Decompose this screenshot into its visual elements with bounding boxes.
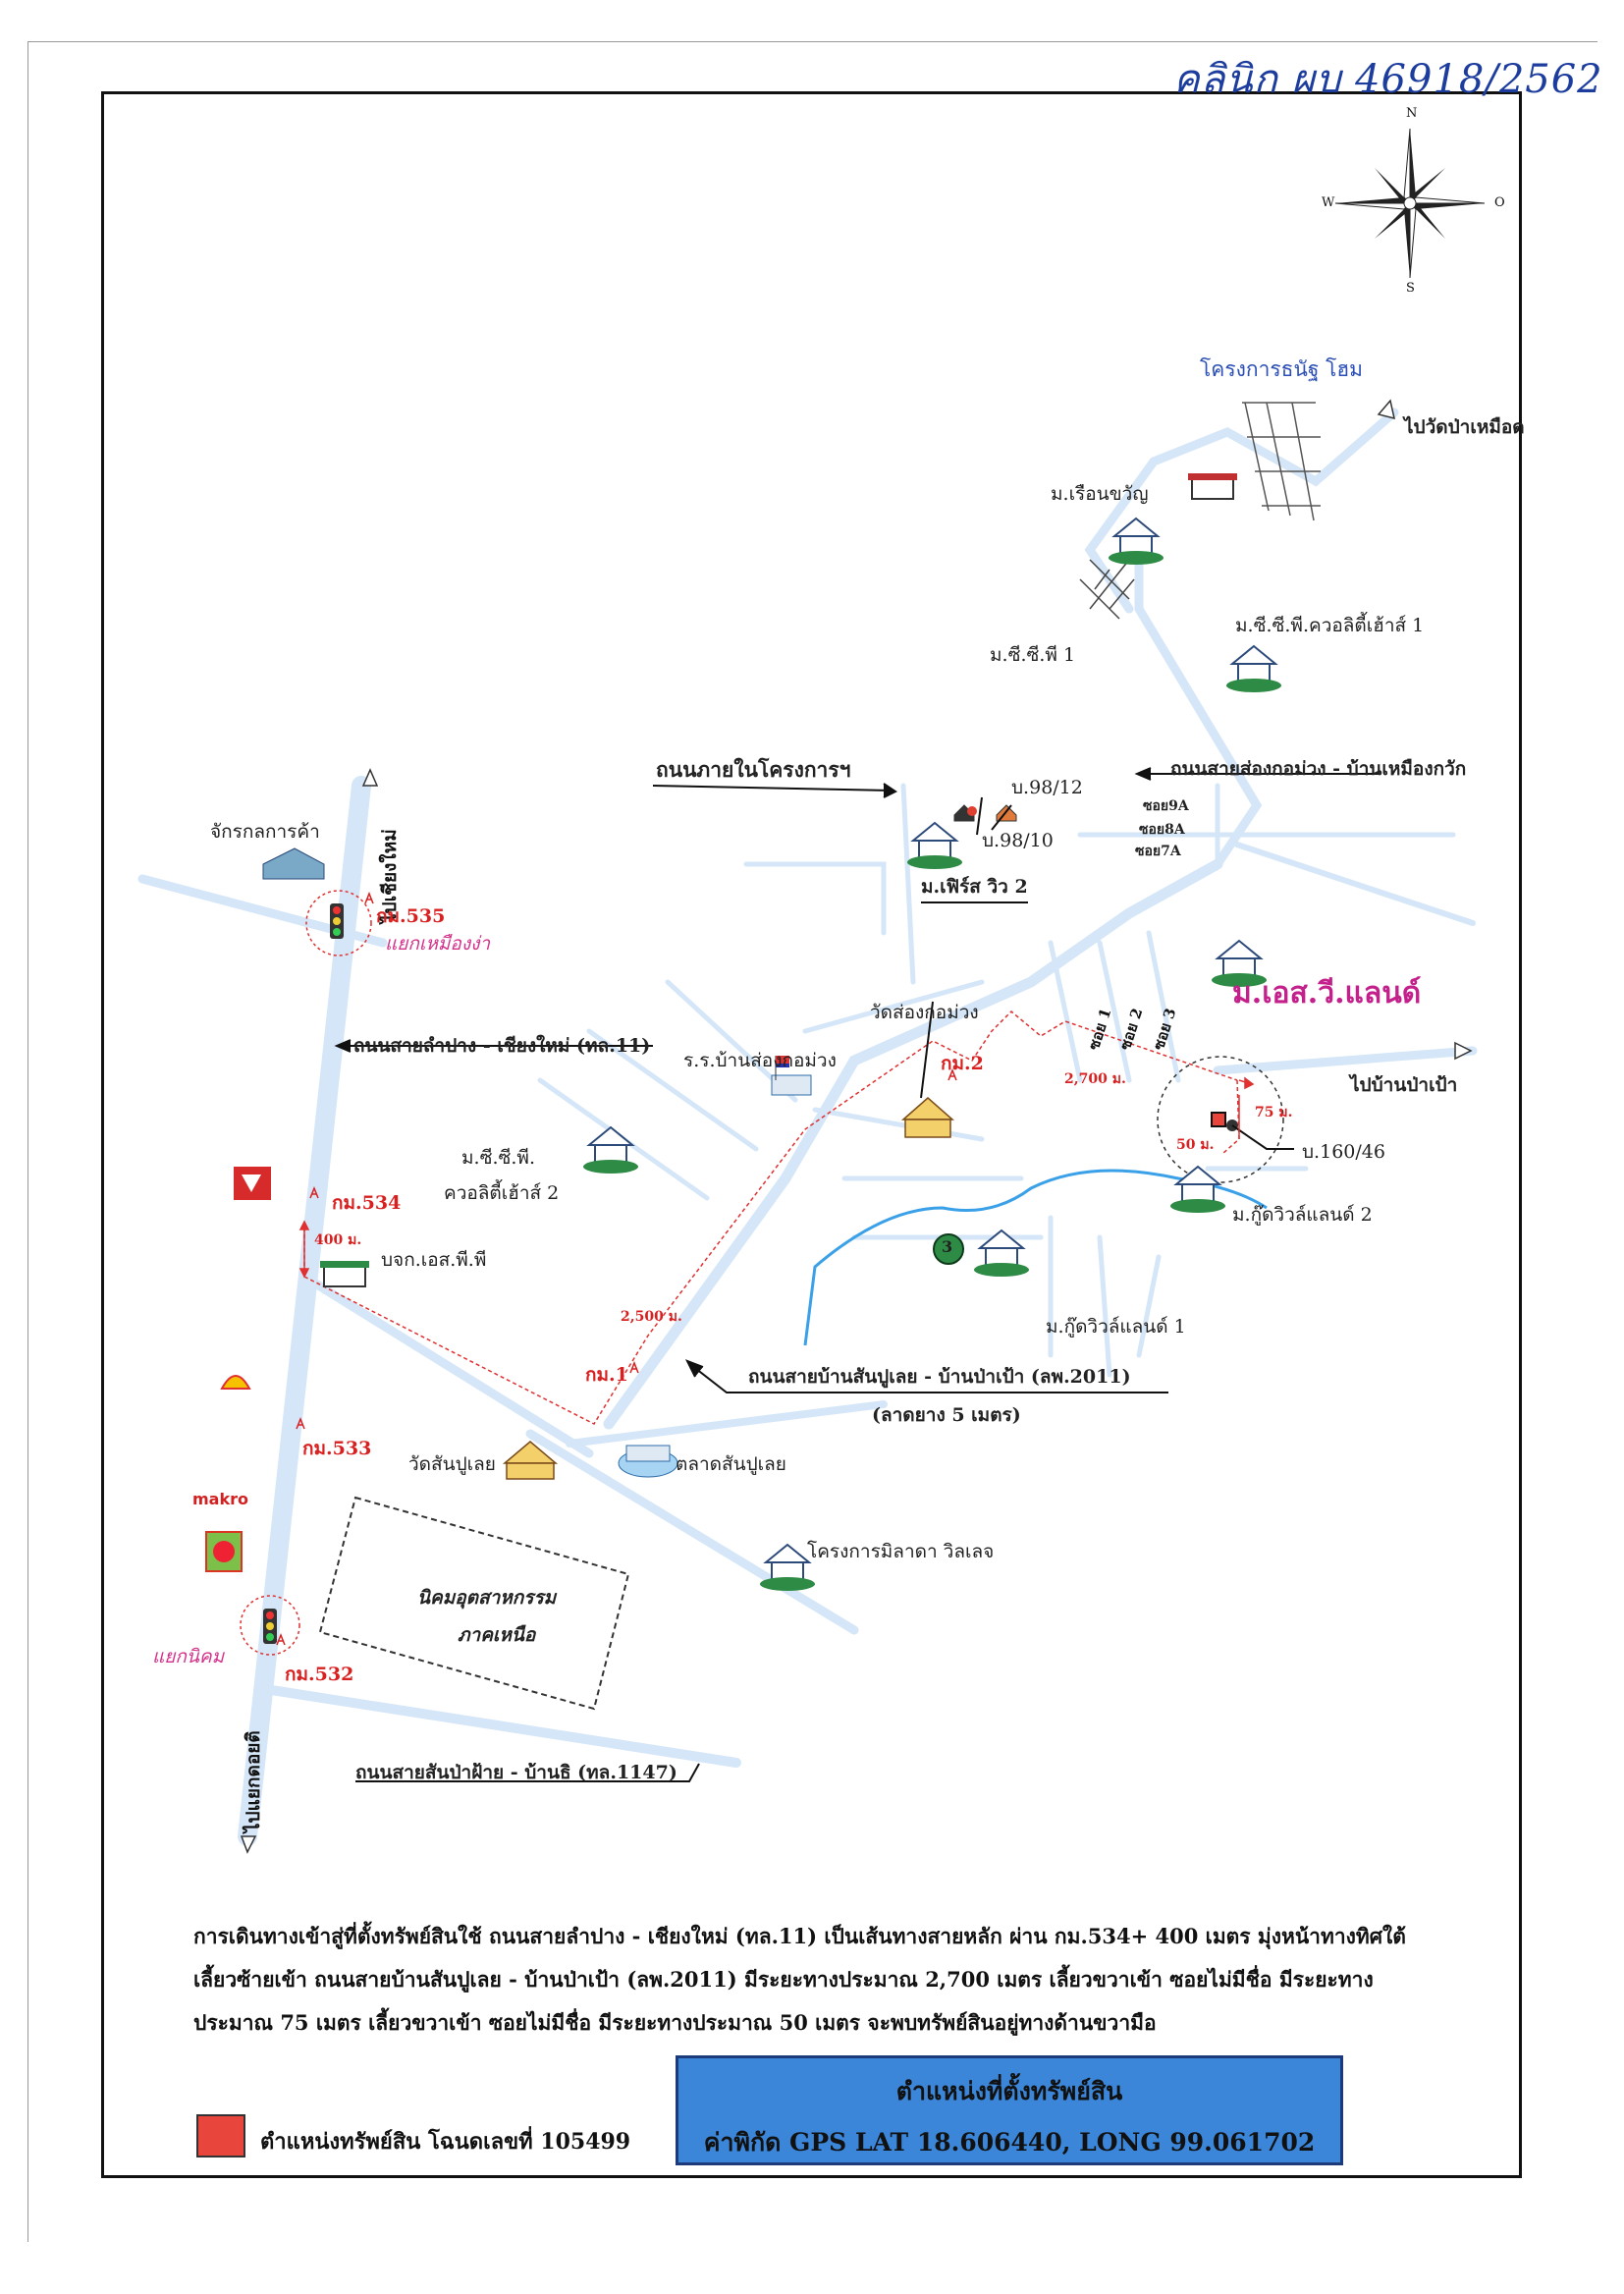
road-1147 — [260, 1684, 741, 1768]
label-road-in-project: ถนนภายในโครงการฯ — [656, 757, 851, 782]
temple-icon — [901, 1097, 954, 1138]
label-muban-cp-quality-2a: ม.ซี.ซี.พี. — [461, 1147, 535, 1169]
label-muban-cp-quality-2b: ควอลิตี้เฮ้าส์ 2 — [444, 1182, 560, 1204]
label-km-532: กม.532 — [285, 1664, 354, 1685]
cp-plots — [1079, 559, 1135, 620]
description-line: การเดินทางเข้าสู่ที่ตั้งทรัพย์สินใช้ ถนน… — [193, 1924, 1406, 1948]
description-line: เลี้ยวซ้ายเข้า ถนนสายบ้านสันปูเลย - บ้าน… — [193, 1967, 1374, 1992]
label-dist-50: 50 ม. — [1176, 1137, 1215, 1153]
label-yaek-mueang-ngam: แยกเหมืองง่า — [385, 933, 491, 955]
road-market — [566, 1400, 888, 1447]
compass-n: N — [1406, 106, 1418, 121]
label-dist-75: 75 ม. — [1255, 1105, 1293, 1120]
house-icon — [583, 517, 1281, 1591]
label-to-yaek-doi-saket: ไปแยกดอยติ — [243, 1730, 264, 1832]
market-icon — [618, 1445, 678, 1478]
road-east — [1213, 1046, 1478, 1075]
yaek-mueang-ngam-circle — [305, 890, 372, 956]
temple-icon — [502, 1441, 559, 1480]
infobox-gps: ค่าพิกัด GPS LAT 18.606440, LONG 99.0617… — [703, 2128, 1316, 2157]
legend-property-swatch — [196, 2114, 245, 2157]
compass-icon — [1334, 128, 1486, 279]
traffic-light-icon — [330, 903, 344, 939]
label-road-san-pa-tong: ถนนสายสันป่าฝ้าย - บ้านธิ (ทล.1147) — [355, 1762, 677, 1783]
yaek-nikhom-circle — [240, 1595, 300, 1656]
location-infobox: ตำแหน่งที่ตั้งทรัพย์สิน ค่าพิกัด GPS LAT… — [676, 2055, 1343, 2165]
label-road-lampang-cm: ถนนสายลำปาง - เชียงใหม่ (ทล.11) — [353, 1035, 651, 1057]
km-marker-icon — [276, 891, 957, 1646]
label-km-535: กม.535 — [376, 905, 446, 927]
infobox-title: ตำแหน่งที่ตั้งทรัพย์สิน — [895, 2077, 1123, 2105]
label-marker-3: 3 — [942, 1237, 953, 1256]
label-muban-cp-quality-1: ม.ซี.ซี.พี.ควอลิตี้เฮ้าส์ 1 — [1235, 615, 1425, 636]
label-wat-song-kon-muang: วัดส่องกอม่วง — [870, 1002, 979, 1023]
label-muban-cp: ม.ซี.ซี.พี 1 — [990, 644, 1076, 666]
label-muban-goodwill-2: ม.กู๊ดวิวล์แลนด์ 2 — [1232, 1204, 1373, 1226]
handwritten-note: คลินิก ผบ 46918/2562 — [1173, 57, 1603, 102]
label-makro: makro — [192, 1490, 248, 1508]
distance-arrows — [298, 1076, 1255, 1279]
label-soi-7a: ซอย7A — [1135, 844, 1181, 859]
label-soi-9a: ซอย9A — [1143, 798, 1189, 814]
label-market-san-pu-loei: ตลาดสันปูเลย — [676, 1453, 786, 1475]
label-muban-goodwill-1: ม.กู๊ดวิวล์แลนด์ 1 — [1046, 1316, 1186, 1338]
label-project-milada: โครงการมิลาดา วิลเลจ — [807, 1541, 995, 1562]
marker-3-icon — [933, 1233, 964, 1265]
map-frame — [101, 91, 1522, 2178]
label-company-sp: บจก.เอส.พี.พี — [381, 1249, 487, 1271]
label-km-2: กม.2 — [941, 1053, 984, 1074]
label-school: ร.ร.บ้านส่องกอม่วง — [683, 1050, 837, 1071]
label-road-san-pu-loei: ถนนสายบ้านสันปูเลย - บ้านป่าเป้า (ลพ.201… — [748, 1366, 1131, 1388]
legend-label: ตำแหน่งทรัพย์สิน โฉนดเลขที่ 105499 — [260, 2129, 631, 2155]
label-industrial-estate-1: นิคมอุตสาหกรรม — [417, 1587, 557, 1609]
label-project-thanat-home: โครงการธนัฐ โฮม — [1200, 357, 1364, 381]
project-plots — [1242, 402, 1321, 521]
road-to-project — [525, 1429, 859, 1635]
label-km-1: กม.1 — [585, 1364, 628, 1386]
compass-w: W — [1322, 195, 1335, 210]
label-house-98-10: บ.98/10 — [982, 830, 1054, 851]
industrial-estate-box — [318, 1496, 630, 1711]
company-icon — [320, 1261, 369, 1287]
shell-icon — [220, 1375, 251, 1390]
label-dist-2500: 2,500 ม. — [621, 1309, 682, 1325]
label-muban-first-view-2: ม.เฟิร์ส วิว 2 — [921, 872, 1028, 903]
description-line: ประมาณ 75 เมตร เลี้ยวขวาเข้า ซอยไม่มีชื่… — [193, 2010, 1157, 2035]
shop-icon — [1188, 473, 1237, 500]
label-to-ban-pa-pao: ไปบ้านป่าเป้า — [1350, 1074, 1458, 1096]
school-icon — [771, 1056, 812, 1096]
label-dist-400: 400 ม. — [314, 1232, 362, 1248]
label-dist-2700: 2,700 ม. — [1064, 1071, 1126, 1087]
traffic-light-icon — [263, 1609, 277, 1644]
label-wat-san-pu-loei: วัดสันปูเลย — [408, 1453, 496, 1475]
label-km-534: กม.534 — [332, 1192, 402, 1214]
label-to-wat-pa-muet: ไปวัดป่าเหมือด — [1404, 416, 1525, 438]
leader-lines — [334, 767, 1380, 1782]
label-road-asphalt: (ลาดยาง 5 เมตร) — [872, 1404, 1021, 1426]
label-muban-sv-land: ม.เอส.วี.แลนด์ — [1232, 976, 1422, 1010]
warehouse-icon — [262, 847, 325, 880]
arrow-icon — [240, 399, 1473, 1854]
label-house-160-46: บ.160/46 — [1302, 1141, 1385, 1163]
property-area-circle — [1157, 1056, 1284, 1183]
label-muban-ruean-khwan: ม.เรือนขวัญ — [1051, 483, 1149, 505]
compass-s: S — [1406, 281, 1415, 296]
label-house-98-12: บ.98/12 — [1011, 777, 1083, 798]
road-highway-11 — [238, 776, 371, 1846]
label-yaek-nikhom: แยกนิคม — [152, 1646, 225, 1667]
road-km534 — [299, 1272, 594, 1458]
label-road-song-kon-muang: ถนนสายส่องกอม่วง - บ้านเหมืองกวัก — [1170, 758, 1467, 780]
label-industrial-estate-2: ภาคเหนือ — [458, 1624, 536, 1646]
compass-e: O — [1494, 195, 1505, 210]
label-soi-8a: ซอย8A — [1139, 822, 1185, 838]
house-98-10-icon — [953, 804, 975, 822]
route-description: การเดินทางเข้าสู่ที่ตั้งทรัพย์สินใช้ ถนน… — [193, 1915, 1470, 2045]
road-lp2011 — [603, 858, 1223, 1430]
scan-border — [27, 41, 1597, 2242]
label-machinery-shop: จักรกลการค้า — [210, 821, 320, 843]
property-marker-icon — [1211, 1112, 1226, 1127]
label-km-533: กม.533 — [302, 1438, 372, 1459]
